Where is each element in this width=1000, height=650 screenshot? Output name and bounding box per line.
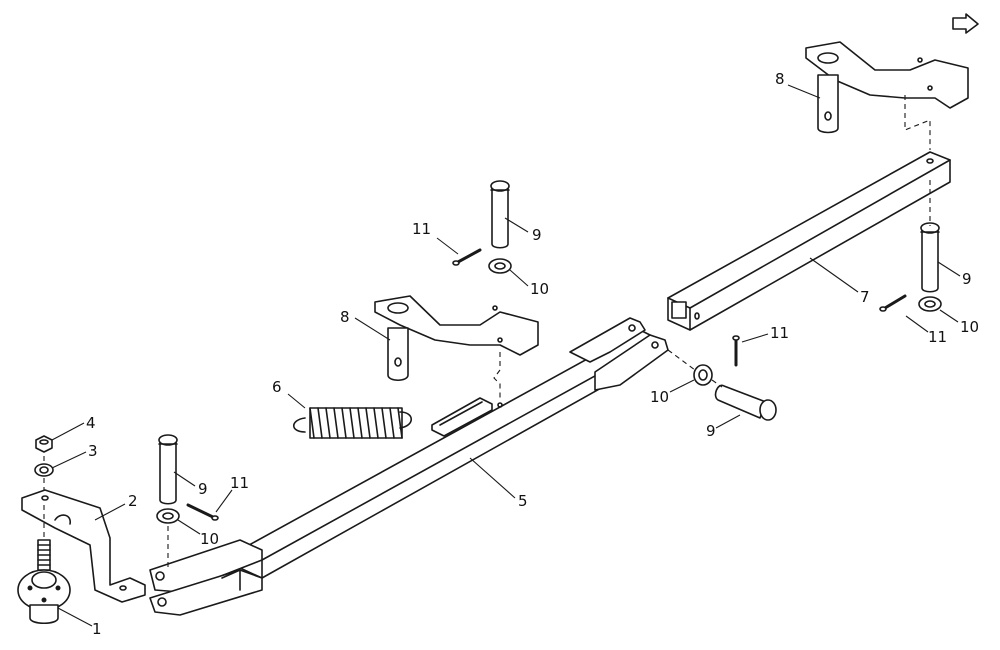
callout-10-right: 10 bbox=[960, 318, 979, 336]
washer-part-10-left bbox=[156, 508, 180, 524]
callout-6: 6 bbox=[272, 378, 282, 396]
leader-lines bbox=[51, 84, 961, 627]
washer-part-10-mid bbox=[488, 258, 512, 274]
callout-11-right: 11 bbox=[928, 328, 947, 346]
plate-bracket-part-2 bbox=[21, 489, 146, 603]
callout-9-mid: 9 bbox=[532, 226, 542, 244]
cotter-pin-part-11-mid bbox=[452, 248, 482, 266]
callout-3: 3 bbox=[88, 442, 98, 460]
callout-8-top: 8 bbox=[775, 70, 785, 88]
clevis-pin-part-9-left bbox=[158, 434, 178, 505]
callout-9-left: 9 bbox=[198, 480, 208, 498]
callout-2: 2 bbox=[128, 492, 138, 510]
callout-4: 4 bbox=[86, 414, 96, 432]
cotter-pin-part-11-left bbox=[186, 503, 219, 521]
callout-11-mid: 11 bbox=[412, 220, 431, 238]
main-arm-part-5 bbox=[149, 317, 669, 616]
callout-1: 1 bbox=[92, 620, 102, 638]
clevis-pin-part-9-right bbox=[920, 222, 940, 293]
spindle-hub-part-1 bbox=[17, 539, 71, 625]
washer-part-3 bbox=[34, 463, 54, 477]
callout-10-lower: 10 bbox=[650, 388, 669, 406]
callout-5: 5 bbox=[518, 492, 528, 510]
callout-8-mid: 8 bbox=[340, 308, 350, 326]
callout-11-lower: 11 bbox=[770, 324, 789, 342]
next-page-arrow-icon[interactable] bbox=[952, 13, 979, 34]
washer-part-10-right bbox=[918, 296, 942, 312]
cotter-pin-part-11-right bbox=[879, 294, 907, 312]
clevis-pin-part-9-mid bbox=[490, 180, 510, 249]
bracket-part-8-top bbox=[805, 41, 969, 150]
cotter-pin-part-11-lower bbox=[732, 335, 740, 367]
callout-9-lower: 9 bbox=[706, 422, 716, 440]
bracket-part-8-mid bbox=[374, 295, 539, 400]
clevis-pin-part-9-lower bbox=[714, 384, 777, 421]
washer-part-10-lower bbox=[693, 364, 713, 386]
part-callouts: 1 2 3 4 5 6 7 8 8 9 9 9 9 10 10 10 10 11… bbox=[86, 70, 979, 638]
callout-10-left: 10 bbox=[200, 530, 219, 548]
callout-7: 7 bbox=[860, 288, 870, 306]
callout-11-left: 11 bbox=[230, 474, 249, 492]
square-tube-part-7 bbox=[667, 151, 951, 331]
callout-9-right: 9 bbox=[962, 270, 972, 288]
spring-part-6 bbox=[292, 407, 413, 439]
callout-10-mid: 10 bbox=[530, 280, 549, 298]
nut-part-4 bbox=[35, 435, 53, 453]
